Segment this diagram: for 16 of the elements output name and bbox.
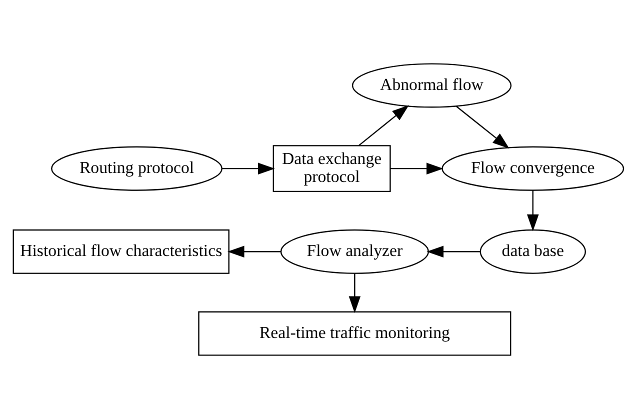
arrow bbox=[227, 246, 281, 258]
node-box: Real-time traffic monitoring bbox=[198, 311, 512, 356]
node-box: Data exchange protocol bbox=[272, 145, 391, 192]
arrow bbox=[390, 162, 444, 174]
node-ellipse: Routing protocol bbox=[51, 146, 222, 191]
arrow bbox=[358, 105, 409, 146]
node-box: Historical flow characteristics bbox=[12, 229, 230, 274]
arrow bbox=[348, 274, 361, 314]
node-ellipse: Flow convergence bbox=[442, 146, 624, 191]
arrow bbox=[456, 106, 510, 149]
node-ellipse: Flow analyzer bbox=[280, 229, 429, 274]
arrow bbox=[222, 162, 275, 174]
node-ellipse: Abnormal flow bbox=[352, 63, 512, 108]
node-ellipse: data base bbox=[480, 229, 586, 274]
arrow bbox=[526, 190, 539, 232]
arrow bbox=[426, 246, 480, 258]
